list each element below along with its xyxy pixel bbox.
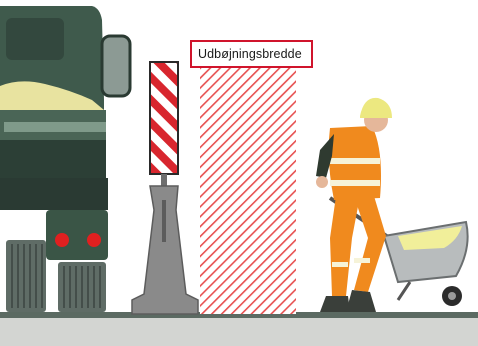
barrier-post-icon [132,62,198,314]
truck-icon [0,6,130,312]
worker-with-wheelbarrow-icon [316,98,468,312]
deflection-width-label: Udbøjningsbredde [190,40,313,68]
road [0,312,478,346]
deflection-width-area [200,66,296,314]
